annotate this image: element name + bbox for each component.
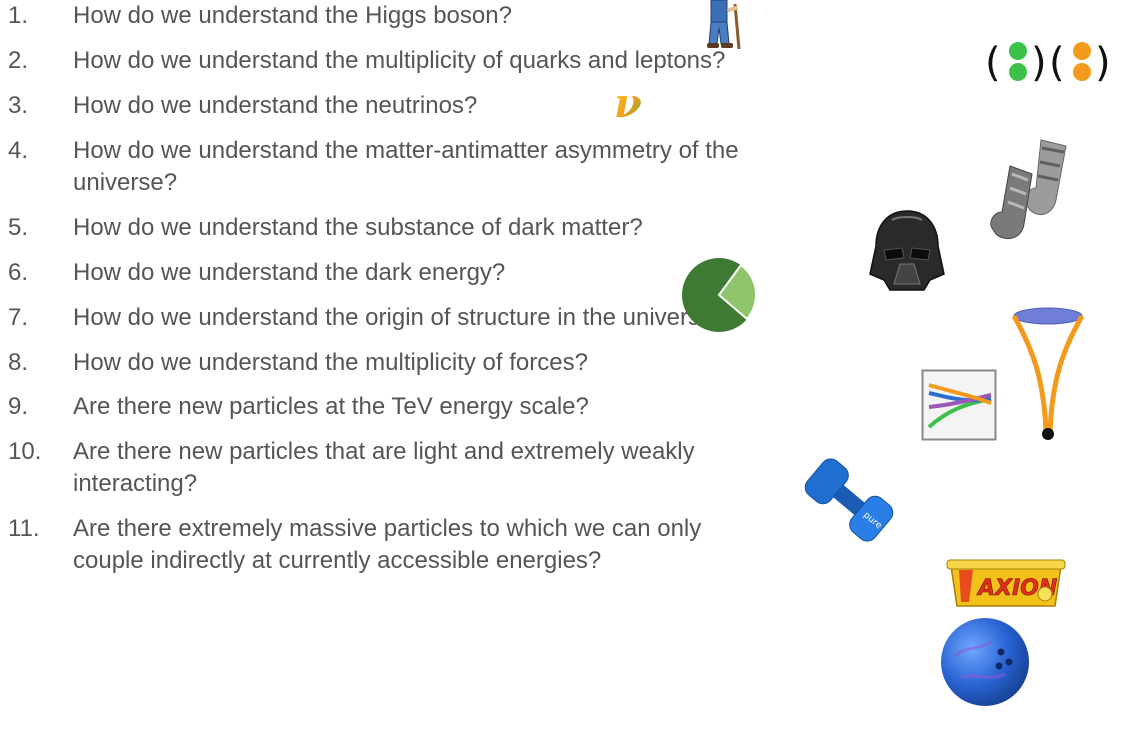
question-number: 4. — [8, 137, 29, 164]
mismatched-socks-icon — [986, 138, 1082, 246]
question-number: 10. — [8, 438, 42, 465]
dark-helmet-icon — [866, 208, 948, 292]
svg-text:(: ( — [1049, 40, 1065, 86]
energy-pie-icon — [679, 255, 759, 335]
question-text: How do we understand the multiplicity of… — [73, 349, 588, 376]
question-number: 1. — [8, 2, 29, 29]
question-text: How do we understand the matter-antimatt… — [73, 137, 739, 164]
svg-text:): ) — [1095, 40, 1111, 86]
higgs-figure-icon — [701, 0, 745, 50]
question-number: 7. — [8, 304, 29, 331]
svg-text:): ) — [1031, 40, 1047, 86]
question-number: 6. — [8, 259, 29, 286]
question-number: 8. — [8, 349, 29, 376]
dumbbell-icon: pure — [799, 450, 899, 550]
question-number: 5. — [8, 214, 29, 241]
question-text-line-2: interacting? — [73, 470, 198, 497]
question-text: How do we understand the dark energy? — [73, 259, 506, 286]
question-text: Are there extremely massive particles to… — [73, 515, 702, 542]
question-text: How do we understand the Higgs boson? — [73, 2, 512, 29]
question-text-line-2: couple indirectly at currently accessibl… — [73, 547, 602, 574]
question-text: Are there new particles at the TeV energ… — [73, 393, 589, 420]
question-text: How do we understand the substance of da… — [73, 214, 643, 241]
neutrino-symbol-icon: ν — [612, 83, 656, 123]
question-text: How do we understand the multiplicity of… — [73, 47, 726, 74]
question-number: 3. — [8, 92, 29, 119]
axion-detergent-icon: AXION — [945, 558, 1067, 610]
svg-text:(: ( — [985, 40, 1001, 86]
inflation-funnel-icon — [1006, 298, 1088, 446]
question-number: 9. — [8, 393, 29, 420]
neutrino-symbol: ν — [614, 83, 642, 123]
bowling-ball-icon — [939, 616, 1031, 708]
question-text: Are there new particles that are light a… — [73, 438, 695, 465]
coupling-unification-icon — [921, 369, 997, 441]
question-text: How do we understand the origin of struc… — [73, 304, 727, 331]
quark-lepton-generations-icon: ( ) ( ) — [985, 38, 1125, 86]
question-number: 11. — [8, 515, 40, 542]
question-number: 2. — [8, 47, 29, 74]
question-text: How do we understand the neutrinos? — [73, 92, 478, 119]
question-text-line-2: universe? — [73, 169, 178, 196]
